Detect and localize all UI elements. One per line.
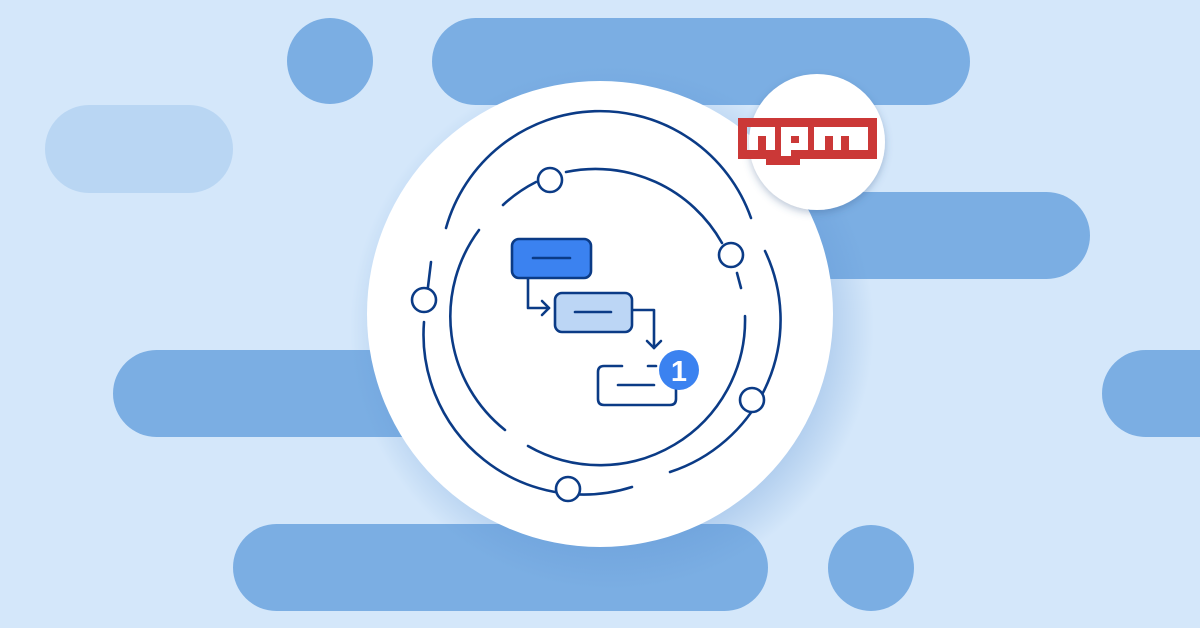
arrow-head-2-icon: [645, 339, 663, 350]
npm-circle: [749, 74, 885, 210]
workflow-diagram: 1: [510, 237, 699, 407]
notification-badge: [659, 350, 699, 390]
connector-1: [526, 276, 551, 310]
ring-node-bottom: [554, 475, 582, 503]
pill-far-right: [1102, 350, 1200, 437]
light-pill: [45, 105, 233, 193]
outer-ring-arc-1: [444, 109, 753, 230]
npm-logo-text: npm: [816, 145, 818, 147]
workflow-step-3: [596, 364, 678, 407]
dot-bottom: [828, 525, 914, 611]
badge-count: 1: [671, 356, 687, 388]
ring-node-right-bottom: [738, 386, 766, 414]
inner-ring-arc-1: [501, 180, 538, 207]
npm-logo-badge: npm: [738, 74, 885, 210]
ring-node-left: [410, 286, 438, 314]
ring-node-top: [536, 166, 564, 194]
orbit-rings: [422, 109, 782, 496]
inner-ring-arc-3: [735, 271, 743, 290]
outer-ring-arc-2: [668, 249, 782, 474]
inner-ring-arc-4: [526, 314, 747, 467]
inner-ring-arc-5: [449, 228, 507, 432]
dot-top: [287, 18, 373, 104]
inner-ring-arc-2: [564, 167, 724, 245]
outer-ring-arc-3: [422, 320, 634, 496]
ring-nodes: [410, 166, 766, 503]
ring-node-right-top: [717, 241, 745, 269]
connector-2: [630, 308, 656, 350]
arrow-head-1-icon: [540, 299, 551, 317]
npm-logo-icon: [738, 118, 877, 165]
